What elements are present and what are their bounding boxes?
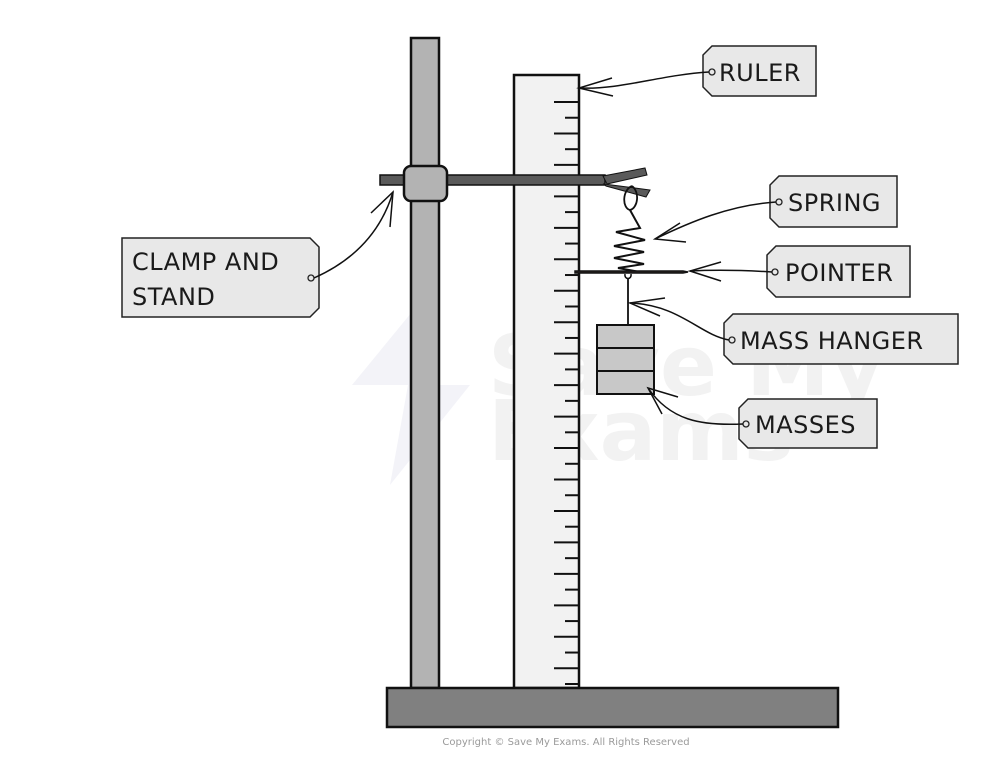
- copyright-notice: Copyright © Save My Exams. All Rights Re…: [442, 737, 689, 748]
- tag-shape: [121, 237, 320, 318]
- arrowhead-icon: [370, 190, 394, 228]
- label-mass-hanger: MASS HANGER: [627, 297, 959, 365]
- masses-stack: [596, 324, 655, 395]
- tag-shape: [702, 45, 817, 97]
- label-clamp-and-stand: CLAMP AND STAND: [121, 190, 394, 318]
- tag-shape: [738, 398, 878, 449]
- slotted-mass: [596, 324, 655, 349]
- leader-line: [654, 201, 777, 240]
- arrowhead-icon: [652, 222, 687, 243]
- label-masses: MASSES: [646, 386, 878, 449]
- leader-line: [578, 71, 710, 89]
- arrowhead-icon: [576, 77, 614, 97]
- boss-head: [402, 164, 449, 203]
- ruler-ticks: [554, 101, 578, 685]
- label-spring: SPRING: [652, 175, 898, 243]
- label-spring-text: SPRING: [788, 189, 881, 217]
- leader-line: [647, 387, 744, 426]
- arrowhead-icon: [627, 297, 666, 317]
- label-clamp-text-line2: STAND: [132, 283, 215, 311]
- stand-base: [385, 686, 840, 729]
- slotted-mass: [596, 347, 655, 372]
- label-mass-hanger-text: MASS HANGER: [740, 327, 924, 355]
- spring: [613, 209, 646, 273]
- leader-line: [313, 191, 394, 279]
- tag-shape: [723, 313, 959, 365]
- label-pointer-text: POINTER: [785, 259, 893, 287]
- ruler: [512, 73, 581, 690]
- tag-shape: [769, 175, 898, 228]
- leader-line: [689, 269, 773, 273]
- label-pointer: POINTER: [687, 245, 911, 298]
- label-ruler: RULER: [576, 45, 817, 97]
- arrowhead-icon: [687, 261, 722, 282]
- arrowhead-icon: [646, 386, 679, 415]
- clamp-jaw-upper: [602, 167, 648, 185]
- label-clamp-text-line1: CLAMP AND: [132, 248, 279, 276]
- slotted-mass: [596, 370, 655, 395]
- leader-line: [629, 302, 730, 341]
- tag-shape: [766, 245, 911, 298]
- pointer-loop: [624, 273, 632, 280]
- stand-pole: [409, 36, 441, 690]
- pointer: [574, 270, 689, 274]
- label-masses-text: MASSES: [755, 411, 856, 439]
- label-ruler-text: RULER: [719, 59, 801, 87]
